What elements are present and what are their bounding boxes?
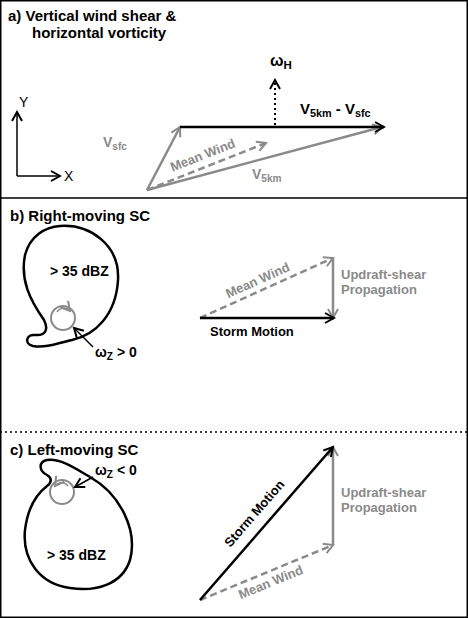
subscript: 5km (261, 173, 281, 184)
propagation-vector (332, 258, 335, 318)
subscript: H (284, 59, 292, 71)
vector-label: Storm Motion (222, 477, 288, 550)
subscript: Z (107, 351, 113, 362)
vector-label: V5km - Vsfc (300, 100, 371, 117)
mesocyclone-circle (51, 306, 75, 330)
reflectivity-label: > 35 dBZ (50, 263, 109, 279)
panel-divider (0, 431, 468, 433)
reflectivity-contour (25, 460, 132, 589)
vector-label: ωH (270, 52, 292, 70)
reflectivity-outline: > 35 dBZ (15, 222, 135, 352)
subscript: sfc (112, 141, 127, 152)
storm-motion-vector (200, 317, 334, 320)
panel-divider (0, 197, 468, 199)
panel-heading: c) Left-moving SC (10, 441, 230, 458)
panel-band: > 35 dBZ b) Right-moving SC (0, 198, 468, 432)
outline-shape (15, 222, 135, 352)
panel-heading: a) Vertical wind shear & horizontal vort… (8, 7, 247, 42)
subscript: sfc (355, 107, 371, 119)
rotation-arrow (55, 483, 68, 486)
vector-label: Storm Motion (210, 325, 294, 340)
vector-label: V5km (252, 166, 282, 182)
mean-wind-vector (200, 258, 333, 318)
vorticity-vector (274, 80, 276, 125)
vector-label: X (64, 168, 73, 184)
subscript: 5km (310, 107, 332, 119)
reflectivity-contour (24, 226, 118, 347)
wind-5km-vector (147, 127, 382, 190)
shear-vector (180, 126, 384, 129)
vector-label: ωZ < 0 (95, 462, 137, 478)
mesocyclone-circle (50, 480, 74, 504)
x-axis-arrow (17, 175, 60, 177)
vector-label: ωZ > 0 (95, 344, 137, 360)
vector-label: Y (19, 94, 28, 110)
reflectivity-label: > 35 dBZ (47, 547, 106, 563)
panel-heading: b) Right-moving SC (10, 207, 230, 224)
propagation-vector (332, 447, 335, 545)
vector-label: Vsfc (103, 134, 127, 150)
vector-label: Mean Wind (236, 563, 305, 603)
subscript: Z (107, 469, 113, 480)
y-axis-arrow (16, 112, 18, 176)
vector-label: Updraft-shear Propagation (341, 268, 453, 298)
rotation-arrow (57, 308, 70, 312)
vector-label: Updraft-shear Propagation (341, 486, 453, 516)
